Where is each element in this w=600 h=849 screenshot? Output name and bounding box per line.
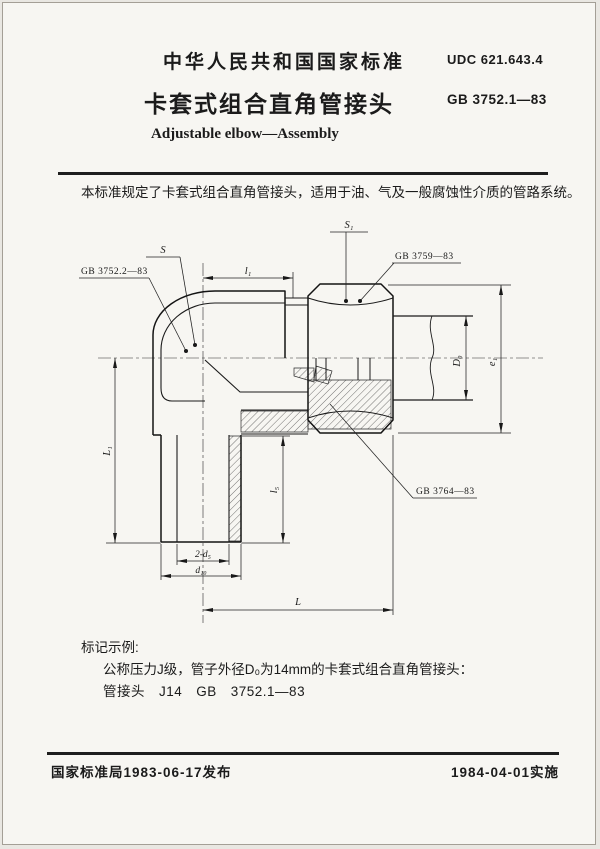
dim-label-D0: D₀	[452, 355, 463, 368]
dim-label-l1: l₁	[245, 266, 252, 277]
footer-implemented-date: 1984-04-01实施	[450, 765, 559, 780]
dim-label-l5: l₅	[269, 486, 280, 493]
standard-org-heading: 中华人民共和国国家标准	[163, 52, 406, 73]
centerlines	[98, 263, 543, 623]
label-s: S	[160, 245, 166, 256]
footer-issued-date: 国家标准局1983-06-17发布	[51, 765, 232, 780]
tube-outline	[393, 315, 473, 401]
label-gb-body: GB 3752.2—83	[81, 267, 148, 277]
technical-drawing: l₁ L₁ l₅ 2-d₅ d₁₀ L D₀ e₁ S GB 3752.2—8	[79, 220, 543, 623]
dim-label-2d5: 2-d₅	[195, 550, 211, 560]
marking-example-heading: 标记示例:	[81, 640, 139, 655]
title-english: Adjustable elbow—Assembly	[151, 126, 339, 142]
nut-outline	[307, 283, 394, 434]
footer-rule	[47, 752, 559, 755]
label-s1: S₁	[345, 220, 354, 231]
standard-number: GB 3752.1—83	[447, 92, 547, 107]
marking-example-line1: 公称压力J级，管子外径D₀为14mm的卡套式组合直角管接头：	[103, 662, 474, 677]
leader-lines	[79, 231, 477, 499]
section-hatching	[228, 365, 392, 542]
elbow-body-outline	[152, 290, 286, 543]
leader-dots	[184, 299, 362, 353]
dim-label-L1: L₁	[102, 446, 113, 457]
dim-label-e1: e₁	[487, 358, 498, 366]
udc-number: UDC 621.643.4	[447, 52, 544, 67]
nut-facet-lines	[307, 297, 394, 419]
page-title: 卡套式组合直角管接头	[144, 91, 394, 117]
label-gb-ferrule: GB 3764—83	[416, 487, 475, 497]
dimension-lines	[106, 272, 511, 615]
elbow-body-inner-lines	[160, 297, 308, 542]
label-gb-nut: GB 3759—83	[395, 252, 454, 262]
dim-label-d10: d₁₀	[195, 566, 206, 576]
marking-example-line2: 管接头 J14 GB 3752.1—83	[103, 684, 306, 699]
dim-label-L: L	[294, 597, 301, 608]
header-rule	[58, 172, 548, 175]
scope-paragraph: 本标准规定了卡套式组合直角管接头，适用于油、气及一般腐蚀性介质的管路系统。	[81, 185, 581, 200]
